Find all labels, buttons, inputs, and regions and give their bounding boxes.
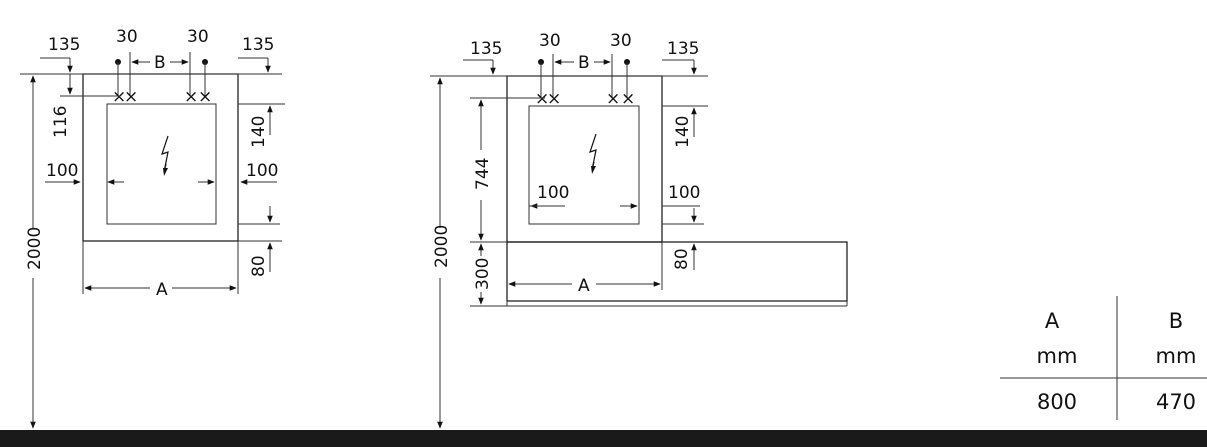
right-dim-100-left: 100 — [537, 183, 569, 203]
left-dim-30-a: 30 — [116, 27, 138, 47]
right-dim-135-left: 135 — [470, 39, 502, 59]
right-dim-300: 300 — [473, 258, 493, 290]
right-dim-B: B — [578, 53, 590, 73]
left-dim-135-left: 135 — [48, 35, 80, 55]
svg-text:×: × — [535, 89, 549, 109]
svg-text:×: × — [606, 89, 620, 109]
left-dim-135-right: 135 — [242, 35, 274, 55]
right-mirror-outline — [528, 105, 640, 225]
left-cabinet-outline — [82, 73, 239, 242]
right-dim-744: 744 — [473, 158, 493, 190]
table-unit-B: mm — [1156, 344, 1197, 368]
left-dim-116: 116 — [51, 106, 71, 138]
left-dim-140: 140 — [249, 116, 269, 148]
left-dim-100-left: 100 — [46, 161, 78, 181]
right-console-outline — [506, 241, 848, 302]
right-dim-A: A — [578, 276, 590, 296]
floor-bar — [0, 430, 1207, 447]
right-dim-80: 80 — [672, 248, 692, 270]
svg-text:×: × — [112, 87, 126, 107]
right-dim-140: 140 — [673, 116, 693, 148]
left-drawing: 135 135 30 30 B × × × × 116 140 100 — [20, 27, 285, 429]
svg-text:×: × — [621, 89, 635, 109]
left-dim-30-b: 30 — [187, 27, 209, 47]
table-value-B: 470 — [1156, 390, 1196, 414]
left-dim-B: B — [154, 53, 166, 73]
left-mirror-outline — [106, 103, 217, 225]
right-drawing: 135 135 30 30 B × × × × 744 300 — [430, 31, 848, 429]
lightning-bolt-icon — [161, 135, 169, 173]
right-dim-2000: 2000 — [432, 225, 452, 268]
svg-text:×: × — [547, 89, 561, 109]
lightning-bolt-icon — [589, 133, 597, 171]
left-dim-2000: 2000 — [25, 227, 45, 270]
dimension-table: A B mm mm 800 470 — [1000, 296, 1207, 420]
right-dim-100-right: 100 — [668, 183, 700, 203]
svg-text:×: × — [184, 87, 198, 107]
table-header-B: B — [1169, 309, 1183, 333]
right-dim-30-a: 30 — [539, 31, 561, 51]
right-dim-135-right: 135 — [667, 39, 699, 59]
svg-text:×: × — [198, 87, 212, 107]
svg-text:×: × — [124, 87, 138, 107]
table-value-A: 800 — [1037, 390, 1077, 414]
right-dim-30-b: 30 — [610, 31, 632, 51]
left-dim-A: A — [156, 280, 168, 300]
left-dim-100-right: 100 — [246, 161, 278, 181]
table-unit-A: mm — [1037, 344, 1078, 368]
table-header-A: A — [1045, 309, 1060, 333]
left-dim-80: 80 — [249, 255, 269, 277]
